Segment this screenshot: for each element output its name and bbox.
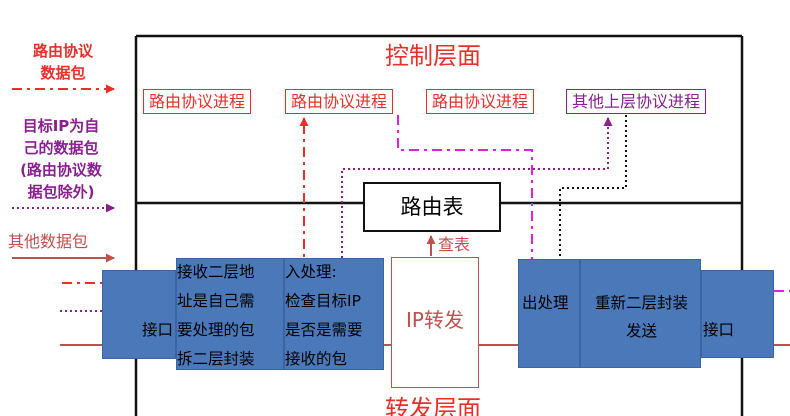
ingress-check-line-2: 检查目标IP bbox=[285, 292, 361, 310]
legend-other-label: 其他数据包 bbox=[8, 232, 89, 251]
layer2-check-line-2: 址是自己需 bbox=[177, 292, 255, 310]
forwarding-plane-title: 转发层面 bbox=[385, 395, 481, 416]
ingress-check-line-4: 接收的包 bbox=[285, 350, 348, 368]
egress-interface-label: 接口 bbox=[703, 321, 735, 339]
ingress-check-line-1: 入处理: bbox=[285, 263, 337, 281]
routing-table: 路由表 bbox=[363, 182, 501, 232]
layer2-check-line-1: 接收二层地 bbox=[177, 263, 255, 281]
upper-layer-process: 其他上层协议进程 bbox=[566, 89, 707, 114]
routing-packet-flow bbox=[62, 117, 309, 284]
layer2-check-line-3: 要处理的包 bbox=[177, 321, 255, 339]
legend-dest-self-label: 目标IP为自 己的数据包 (路由协议数 据包除外) bbox=[20, 117, 102, 201]
egress-label: 出处理 bbox=[522, 294, 569, 312]
routing-process-3: 路由协议进程 bbox=[426, 89, 535, 114]
ip-forward-label: IP转发 bbox=[406, 308, 464, 332]
layer2-check-block: 接收二层地 址是自己需 要处理的包 拆二层封装 bbox=[176, 258, 284, 370]
control-plane-title: 控制层面 bbox=[385, 42, 481, 70]
legend-routing-label: 路由协议 数据包 bbox=[32, 42, 93, 82]
ingress-interface-block: 接口 bbox=[102, 270, 176, 359]
reencap-block: 重新二层封装 发送 bbox=[580, 259, 701, 368]
ip-forward-box: IP转发 bbox=[391, 257, 479, 388]
dest-self-packet-flow bbox=[60, 117, 613, 312]
reencap-line-1: 重新二层封装 bbox=[594, 294, 688, 312]
routing-process-2: 路由协议进程 bbox=[285, 89, 394, 114]
layer2-check-line-4: 拆二层封装 bbox=[177, 350, 255, 368]
reencap-line-2: 发送 bbox=[625, 322, 657, 340]
egress-interface-block: 接口 bbox=[701, 270, 774, 358]
routing-process-1: 路由协议进程 bbox=[143, 89, 252, 114]
lookup-label: 查表 bbox=[438, 235, 471, 254]
ingress-check-line-3: 是否是需要 bbox=[285, 321, 363, 339]
ingress-check-block: 入处理: 检查目标IP 是否是需要 接收的包 bbox=[284, 258, 384, 370]
ingress-interface-label: 接口 bbox=[141, 321, 173, 339]
egress-block: 出处理 bbox=[518, 259, 580, 368]
